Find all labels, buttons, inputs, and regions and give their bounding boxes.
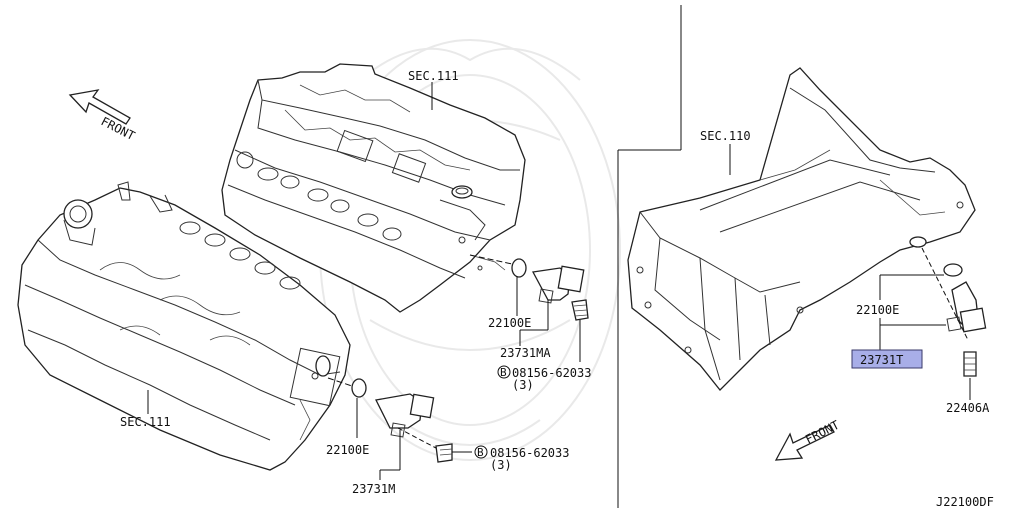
front-label-right: FRONT <box>803 418 842 447</box>
part-label-sensor-right[interactable]: 23731T <box>860 353 903 367</box>
oring-right-icon <box>943 263 963 277</box>
part-label-sensor-upper[interactable]: 23731MA <box>500 346 551 360</box>
panel-divider <box>617 5 682 508</box>
oring-upper-icon <box>511 258 527 278</box>
cylinder-head-upper <box>221 63 526 313</box>
bolt-lower-icon <box>435 443 453 463</box>
part-label-bolt-right[interactable]: 22406A <box>946 401 990 415</box>
front-arrow-right-icon <box>774 424 835 461</box>
cam-sensor-lower-icon <box>375 393 423 429</box>
section-label-oil-pan[interactable]: SEC.110 <box>700 129 751 143</box>
oil-pan <box>627 67 976 391</box>
cylinder-head-lower <box>17 181 351 471</box>
section-label-head-lower[interactable]: SEC.111 <box>120 415 171 429</box>
part-label-oring-upper[interactable]: 22100E <box>488 316 531 330</box>
sensor-assembly-lower <box>327 377 472 480</box>
highlight-box-sensor-right[interactable] <box>851 349 923 369</box>
part-label-sensor-lower[interactable]: 23731M <box>352 482 395 496</box>
bolt-marker-lower <box>474 445 488 459</box>
oring-lower-icon <box>351 378 367 398</box>
part-qty-bolt-lower: (3) <box>490 458 512 472</box>
front-arrow-left-icon <box>68 89 131 125</box>
section-label-head-upper[interactable]: SEC.111 <box>408 69 459 83</box>
part-label-bolt-upper[interactable]: 08156-62033 <box>512 366 591 380</box>
part-label-bolt-lower[interactable]: 08156-62033 <box>490 446 569 460</box>
bolt-marker-upper <box>497 365 511 379</box>
sensor-assembly-right <box>879 247 987 400</box>
bolt-marker-lower-letter: B <box>477 446 484 459</box>
part-qty-bolt-upper: (3) <box>512 378 534 392</box>
diagram-code: J22100DF <box>936 495 994 509</box>
watermark-logo <box>319 39 621 461</box>
sensor-assembly-upper <box>469 254 589 362</box>
part-label-oring-lower[interactable]: 22100E <box>326 443 369 457</box>
bolt-marker-upper-letter: B <box>500 366 507 379</box>
part-label-oring-right[interactable]: 22100E <box>856 303 899 317</box>
